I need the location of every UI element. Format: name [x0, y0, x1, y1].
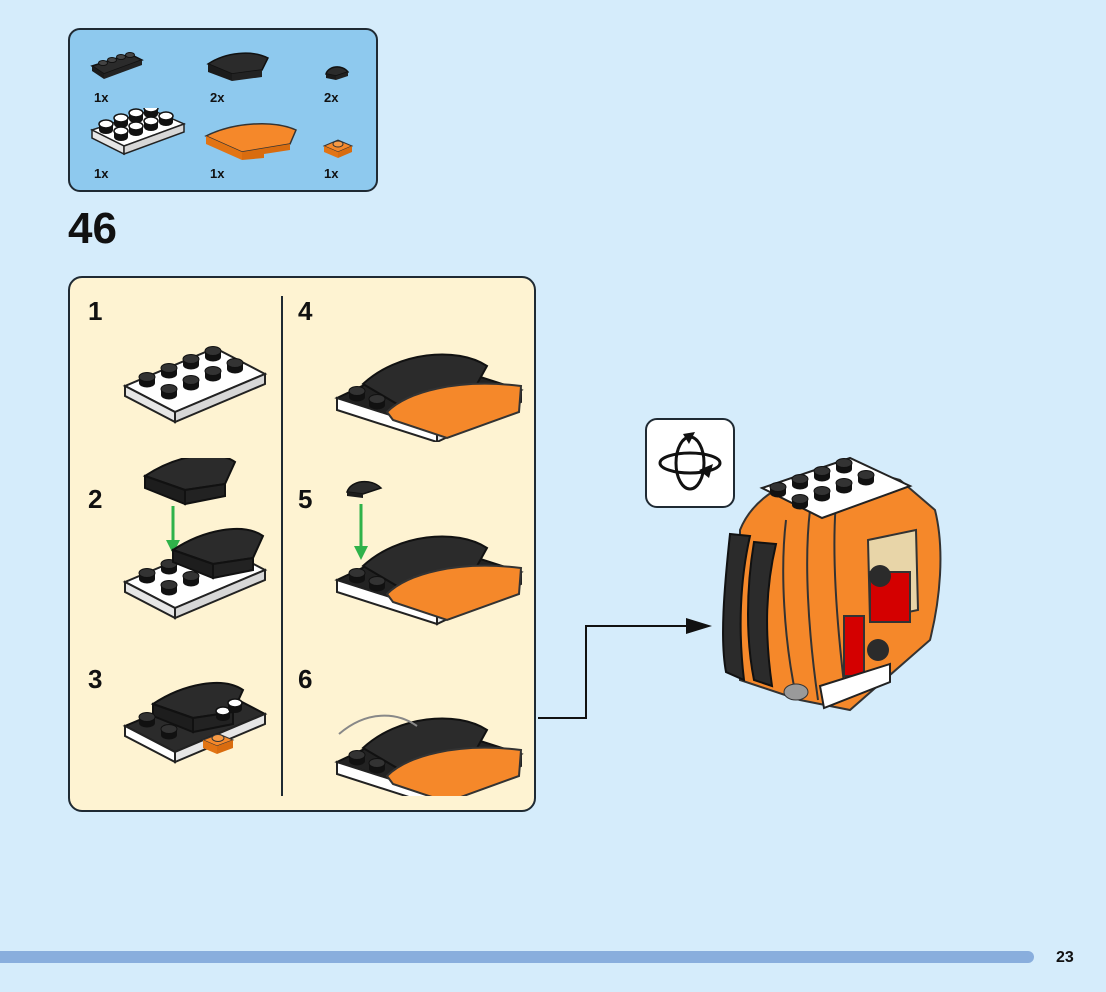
substep-number: 5 [298, 484, 313, 514]
parts-list-box: 1x 2x 2x 1x 1x [68, 28, 378, 192]
black-plate-1x4-part [90, 52, 144, 80]
substep-6-illustration [332, 676, 526, 796]
part-qty: 1x [210, 166, 225, 181]
black-quarter-round-tile-part [322, 64, 352, 82]
assembled-model-illustration [700, 450, 950, 725]
substep-number: 3 [88, 664, 103, 694]
step-connector-arrow [530, 600, 720, 729]
substep-4-illustration [332, 312, 526, 442]
substep-number: 1 [88, 296, 103, 326]
page-number: 23 [1056, 949, 1074, 966]
white-plate-2x4-part [90, 108, 188, 158]
substep-number: 6 [298, 664, 313, 694]
footer-bar [0, 951, 1034, 963]
substep-2-illustration [120, 458, 270, 628]
part-qty: 1x [94, 166, 109, 181]
orange-curved-slope-part [204, 120, 298, 162]
part-qty: 1x [324, 166, 339, 181]
substeps-panel: 1 2 3 4 5 [68, 276, 536, 812]
substep-number: 2 [88, 484, 103, 514]
step-number: 46 [68, 204, 117, 253]
rotate-model-icon [645, 418, 735, 508]
substep-number: 4 [298, 296, 313, 326]
part-qty: 2x [324, 90, 339, 105]
substep-5-illustration [332, 474, 526, 634]
part-qty: 2x [210, 90, 225, 105]
orange-plate-1x1-part [322, 134, 354, 160]
column-divider [281, 296, 283, 796]
substep-3-illustration [120, 676, 270, 786]
substep-1-illustration [120, 336, 270, 436]
part-qty: 1x [94, 90, 109, 105]
black-curved-slope-part [206, 50, 272, 82]
